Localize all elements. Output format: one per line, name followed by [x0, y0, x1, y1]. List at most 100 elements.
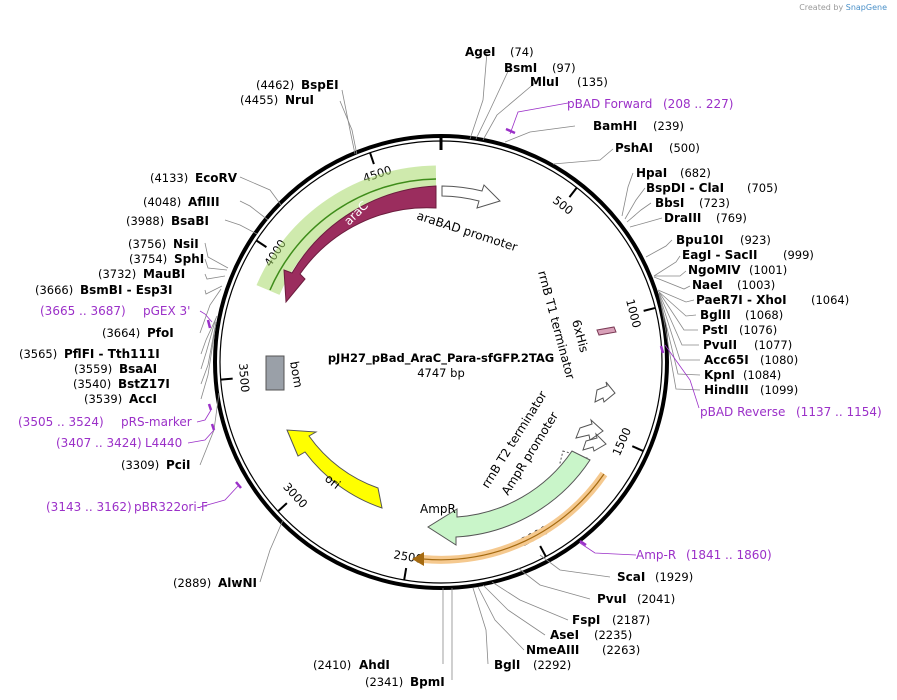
site-psti: PstI	[702, 323, 728, 337]
arac-feature-green-edge	[269, 178, 437, 291]
arabad-promoter-feature	[441, 184, 501, 209]
site-fspi: FspI	[572, 613, 600, 627]
site-pshai: PshAI	[615, 141, 653, 155]
site-bglii-pos: (1068)	[745, 308, 783, 322]
site-bsmbi-esp3i-pos: (3666)	[35, 283, 73, 297]
site-naei-pos: (1003)	[737, 278, 775, 292]
site-bamhi: BamHI	[593, 119, 637, 133]
six-his-label: 6xHis	[569, 318, 591, 354]
site-bspei: BspEI	[301, 78, 339, 92]
site-eagi-sacii: EagI - SacII	[682, 248, 757, 262]
arac-feature-halo	[256, 165, 437, 296]
rrnb-t1-terminator-feature	[594, 381, 616, 403]
tick-mark-4500	[369, 152, 375, 165]
site-bsmi: BsmI	[504, 61, 537, 75]
site-pvui: PvuI	[597, 592, 627, 606]
site-nrui: NruI	[285, 93, 314, 107]
primer-pbr322ori-f-range: (3143 .. 3162)	[46, 500, 132, 514]
site-ecorv-pos: (4133)	[150, 171, 188, 185]
site-bsabi: BsaBI	[171, 214, 209, 228]
site-nmeaiii: NmeAIII	[526, 643, 579, 657]
site-bbsi: BbsI	[655, 196, 684, 210]
primer-l4440-range: (3407 .. 3424)	[56, 436, 142, 450]
site-sphi-pos: (3754)	[129, 252, 167, 266]
site-pfoi: PfoI	[147, 326, 174, 340]
site-paer7i-xhoi: PaeR7I - XhoI	[696, 293, 787, 307]
site-nsii-pos: (3756)	[128, 237, 166, 251]
primer-amp-r-range: (1841 .. 1860)	[686, 548, 772, 562]
tick-mark-1500	[631, 445, 644, 452]
site-bstz17i: BstZ17I	[118, 377, 170, 391]
site-bpmi-pos: (2341)	[365, 675, 403, 689]
site-hindiii-pos: (1099)	[760, 383, 798, 397]
site-acc65i: Acc65I	[704, 353, 749, 367]
ori-feature	[286, 429, 383, 509]
site-bpu10i-pos: (923)	[740, 233, 771, 247]
primer-prs-marker-range: (3505 .. 3524)	[18, 415, 104, 429]
bom-feature	[265, 355, 285, 391]
site-ecorv: EcoRV	[195, 171, 238, 185]
site-bgli: BglI	[494, 658, 520, 672]
site-paer7i-xhoi-pos: (1064)	[811, 293, 849, 307]
site-bsmi-pos: (97)	[552, 61, 576, 75]
primer-pbad-reverse: pBAD Reverse	[700, 405, 785, 419]
site-bsmbi-esp3i: BsmBI - Esp3I	[80, 283, 172, 297]
site-scai-pos: (1929)	[655, 570, 693, 584]
arac-feature	[283, 185, 437, 304]
rrnb-t2-terminator-feature-2	[582, 432, 607, 452]
tick-label-3500: 3500	[236, 363, 252, 393]
site-draiii-pos: (769)	[716, 211, 747, 225]
site-bglii: BglII	[700, 308, 731, 322]
site-pvui-pos: (2041)	[637, 592, 675, 606]
site-bspdi-clai-pos: (705)	[747, 181, 778, 195]
bom-label: bom	[287, 360, 305, 389]
tick-mark-2000	[539, 545, 547, 558]
plasmid-name: pJH27_pBad_AraC_Para-sfGFP.2TAG	[328, 351, 554, 366]
amp-r-ring-feature-edge	[422, 473, 605, 561]
ampr-feature	[427, 450, 591, 546]
tick-mark-3000	[277, 502, 288, 513]
site-ngomiv: NgoMIV	[688, 263, 741, 277]
site-bspdi-clai: BspDI - ClaI	[646, 181, 724, 195]
tick-mark-1000	[643, 306, 656, 312]
primer-amp-r: Amp-R	[636, 548, 676, 562]
site-ahdi-pos: (2410)	[313, 658, 351, 672]
site-alwni: AlwNI	[218, 576, 257, 590]
primer-pgex3: pGEX 3'	[143, 304, 190, 318]
site-naei: NaeI	[692, 278, 723, 292]
site-agei-pos: (74)	[510, 45, 534, 59]
site-bsabi-pos: (3988)	[126, 214, 164, 228]
site-asei: AseI	[550, 628, 579, 642]
site-pvuii-pos: (1077)	[754, 338, 792, 352]
site-bgli-pos: (2292)	[533, 658, 571, 672]
snapgene-brand: SnapGene	[845, 3, 887, 12]
site-scai: ScaI	[617, 570, 645, 584]
site-bbsi-pos: (723)	[699, 196, 730, 210]
credit-prefix: Created by	[799, 3, 844, 12]
site-nsii: NsiI	[173, 237, 199, 251]
site-kpni: KpnI	[704, 368, 735, 382]
site-labels-left: (4462) BspEI (4455) NruI (4133) EcoRV (4…	[19, 78, 445, 689]
site-pflfi-tth111i-pos: (3565)	[19, 347, 57, 361]
site-mlui-pos: (135)	[577, 75, 608, 89]
tick-mark-500	[568, 187, 578, 198]
tick-label-2500: 2500	[392, 547, 423, 566]
tick-label-1000: 1000	[623, 298, 644, 330]
site-nrui-pos: (4455)	[240, 93, 278, 107]
site-mlui: MluI	[530, 75, 559, 89]
arabad-promoter-label: araBAD promoter	[415, 209, 519, 255]
tick-label-1500: 1500	[609, 425, 634, 457]
site-acci: AccI	[129, 392, 157, 406]
site-fspi-pos: (2187)	[612, 613, 650, 627]
amp-r-ring-arrowhead	[412, 552, 424, 566]
site-kpni-pos: (1084)	[743, 368, 781, 382]
tick-mark-4000	[255, 239, 267, 248]
site-ahdi: AhdI	[359, 658, 390, 672]
site-acci-pos: (3539)	[84, 392, 122, 406]
site-pfoi-pos: (3664)	[102, 326, 140, 340]
tick-mark-3500	[220, 377, 233, 381]
site-bspei-pos: (4462)	[256, 78, 294, 92]
site-pflfi-tth111i: PflFI - Tth111I	[64, 347, 160, 361]
plasmid-length: 4747 bp	[417, 366, 465, 380]
